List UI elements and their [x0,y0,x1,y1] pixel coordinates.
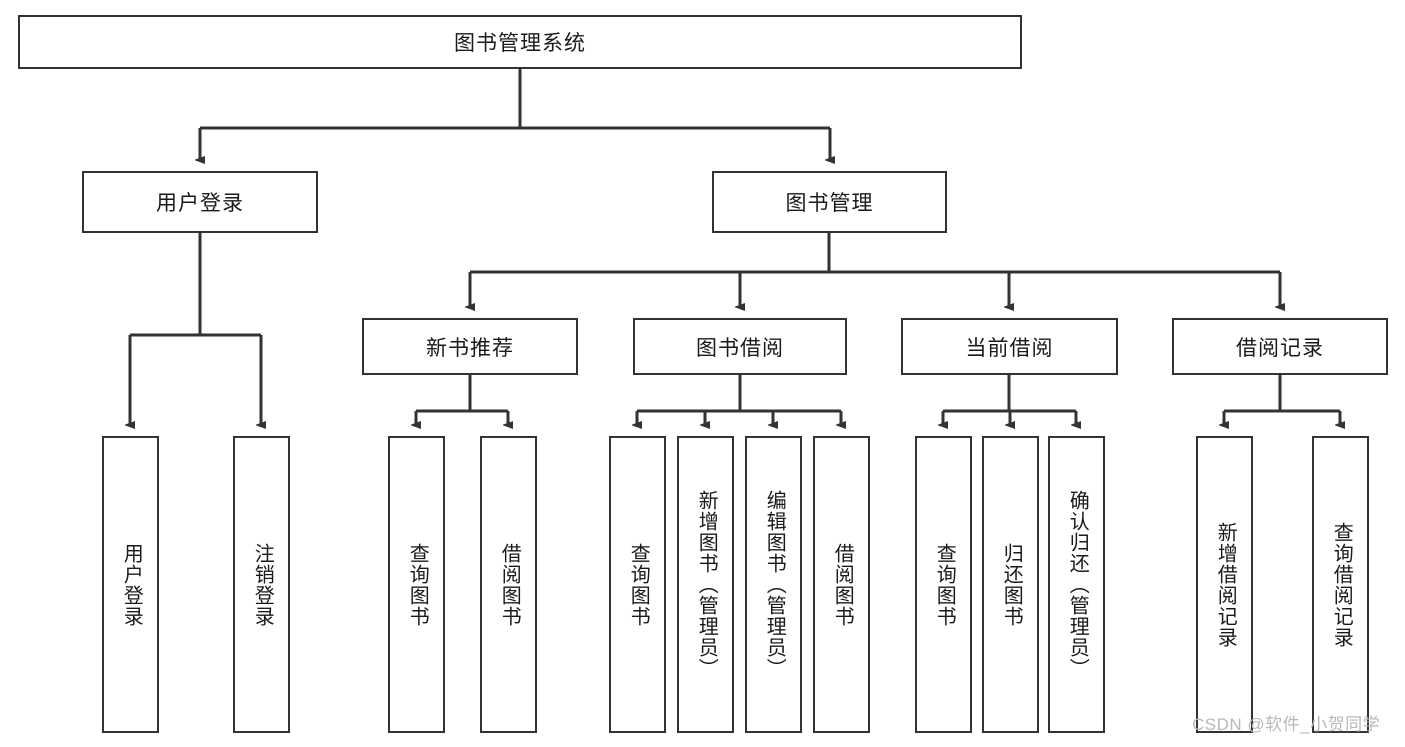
node-leaf-user-logout-label: 注销登录 [251,542,274,627]
node-current-borrow[interactable]: 当前借阅 [901,318,1118,375]
csdn-watermark: CSDN @软件_小贺同学 [1192,715,1381,734]
node-current-borrow-label: 当前借阅 [965,336,1054,360]
node-leaf-borrow-book-rec[interactable]: 借阅图书 [480,436,537,733]
node-book-borrow[interactable]: 图书借阅 [633,318,847,375]
node-leaf-add-book-admin[interactable]: 新增图书（管理员） [677,436,734,733]
node-new-book-recommend[interactable]: 新书推荐 [362,318,578,375]
node-leaf-add-book-admin-label: 新增图书（管理员） [695,490,718,679]
node-root-label: 图书管理系统 [454,32,586,55]
node-new-book-recommend-label: 新书推荐 [426,336,514,360]
node-root[interactable]: 图书管理系统 [18,15,1022,69]
node-leaf-user-login[interactable]: 用户登录 [102,436,159,733]
node-book-borrow-label: 图书借阅 [696,336,784,360]
node-borrow-record[interactable]: 借阅记录 [1172,318,1388,375]
node-leaf-query-book-rec-label: 查询图书 [406,542,429,627]
node-book-manage[interactable]: 图书管理 [712,171,947,233]
node-leaf-edit-book-admin[interactable]: 编辑图书（管理员） [745,436,802,733]
node-leaf-confirm-return-admin-label: 确认归还（管理员） [1066,490,1089,679]
node-borrow-record-label: 借阅记录 [1236,336,1324,360]
node-user-login-label: 用户登录 [156,192,244,215]
node-leaf-user-logout[interactable]: 注销登录 [233,436,290,733]
node-leaf-query-borrow-record[interactable]: 查询借阅记录 [1312,436,1369,733]
node-leaf-return-book[interactable]: 归还图书 [982,436,1039,733]
node-user-login[interactable]: 用户登录 [82,171,318,233]
node-leaf-query-book-cur[interactable]: 查询图书 [915,436,972,733]
node-leaf-borrow-book-rec-label: 借阅图书 [498,542,521,627]
node-leaf-borrow-book[interactable]: 借阅图书 [813,436,870,733]
node-leaf-add-borrow-record[interactable]: 新增借阅记录 [1196,436,1253,733]
node-leaf-return-book-label: 归还图书 [1000,542,1023,627]
node-leaf-confirm-return-admin[interactable]: 确认归还（管理员） [1048,436,1105,733]
node-leaf-query-book-cur-label: 查询图书 [933,542,956,627]
node-leaf-add-borrow-record-label: 新增借阅记录 [1214,521,1237,648]
node-book-manage-label: 图书管理 [785,192,874,215]
node-leaf-borrow-book-label: 借阅图书 [831,542,854,627]
node-leaf-edit-book-admin-label: 编辑图书（管理员） [763,490,786,679]
node-leaf-user-login-label: 用户登录 [120,542,143,627]
node-leaf-query-book-rec[interactable]: 查询图书 [388,436,445,733]
node-leaf-query-borrow-record-label: 查询借阅记录 [1330,521,1353,648]
node-leaf-query-book-borrow[interactable]: 查询图书 [609,436,666,733]
node-leaf-query-book-borrow-label: 查询图书 [627,542,650,627]
